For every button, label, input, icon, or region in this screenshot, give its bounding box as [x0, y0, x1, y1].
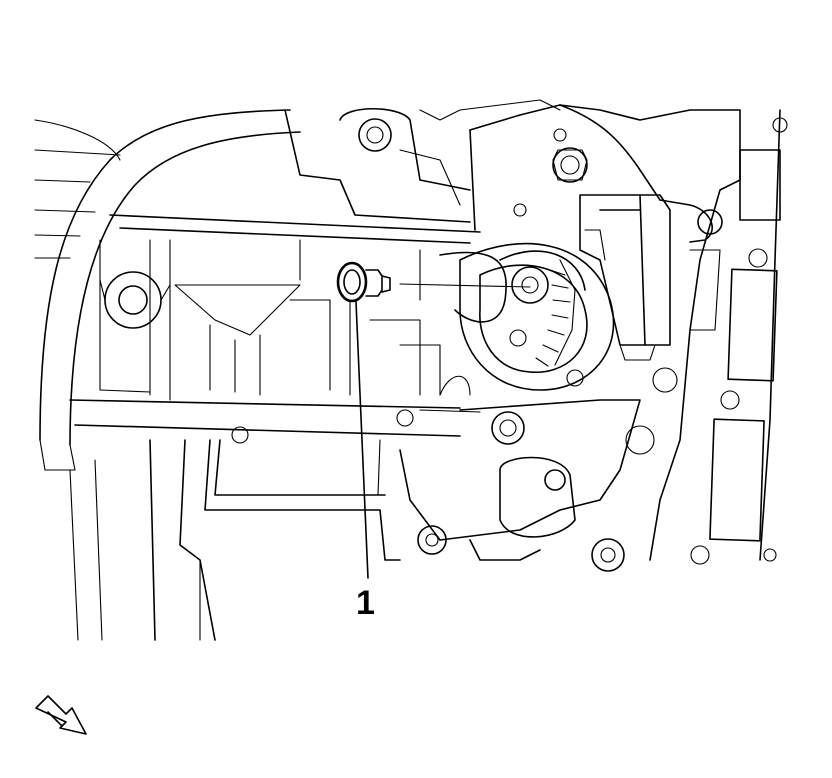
camshaft-sprocket-assembly: [439, 242, 615, 391]
lower-housing: [231, 375, 641, 572]
callout-leader-1: [355, 301, 369, 579]
camshaft-actuator: [579, 194, 723, 361]
coolant-hose: [39, 109, 301, 641]
plug: [336, 261, 391, 303]
installation-direction-line: [399, 283, 531, 288]
view-direction-arrow-icon: [35, 695, 87, 735]
callout-label-1: 1: [356, 584, 375, 622]
engine-block-upper-left: [34, 119, 121, 259]
mounting-boss-left: [99, 271, 171, 329]
timing-cover: [469, 104, 741, 231]
oil-pan-left: [149, 439, 401, 641]
engine-frame-rail: [69, 214, 481, 437]
engine-casting-center: [174, 239, 441, 396]
right-housing: [625, 109, 788, 565]
upper-bracket: [284, 99, 561, 223]
